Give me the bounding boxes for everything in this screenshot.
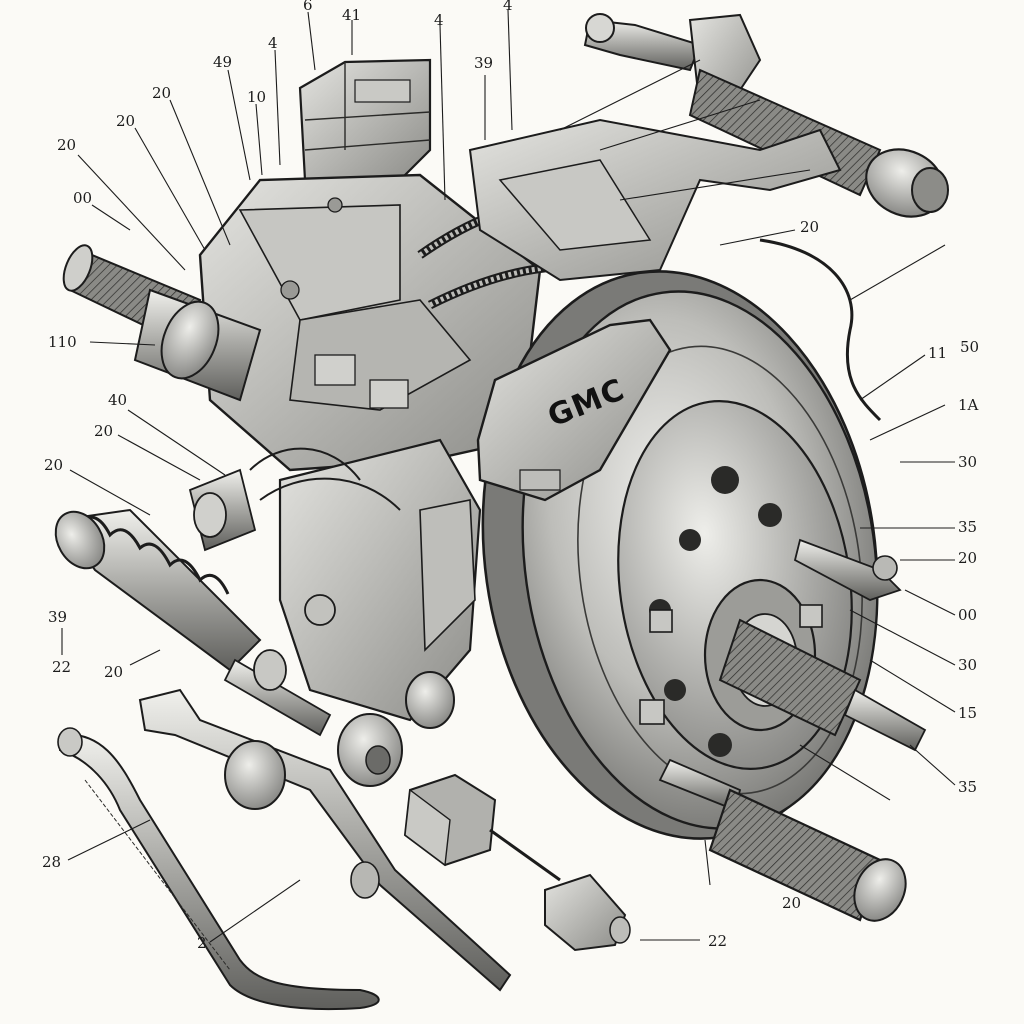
caliper-housing-group bbox=[198, 58, 611, 472]
callout-20-b: 20 bbox=[116, 112, 135, 130]
callout-40: 40 bbox=[108, 391, 127, 409]
callout-22-left: 22 bbox=[52, 658, 71, 676]
callout-4-a: 4 bbox=[268, 34, 278, 52]
callout-00-b: 00 bbox=[958, 606, 977, 624]
callout-39-top: 39 bbox=[474, 54, 493, 72]
callout-22-bottom: 22 bbox=[708, 932, 727, 950]
callout-4-b: 4 bbox=[434, 11, 444, 29]
callout-11: 11 bbox=[928, 344, 947, 362]
callout-00-a: 00 bbox=[73, 189, 92, 207]
callout-35-a: 35 bbox=[958, 518, 977, 536]
callout-50: 50 bbox=[960, 338, 979, 356]
callout-30-a: 30 bbox=[958, 453, 977, 471]
callout-6: 6 bbox=[303, 0, 313, 14]
spring-rod bbox=[54, 508, 403, 787]
curved-lever bbox=[57, 727, 380, 1011]
callout-2: 2 bbox=[197, 934, 207, 952]
callout-41: 41 bbox=[342, 6, 361, 24]
callout-labels: 6 41 4 4 39 4 49 10 20 20 20 00 20 110 1… bbox=[42, 0, 979, 952]
callout-20-d: 20 bbox=[800, 218, 819, 236]
callout-20-f: 20 bbox=[44, 456, 63, 474]
brake-pad bbox=[403, 773, 631, 952]
callout-49: 49 bbox=[213, 53, 232, 71]
caliper-bracket: GMC bbox=[476, 318, 672, 502]
callout-39-left: 39 bbox=[48, 608, 67, 626]
axle-shaft bbox=[718, 538, 927, 752]
adjuster-handle bbox=[658, 758, 907, 922]
callout-20-h: 20 bbox=[104, 663, 123, 681]
parking-brake-lever bbox=[468, 13, 949, 282]
callout-20-a: 20 bbox=[152, 84, 171, 102]
leader-lines bbox=[61, 9, 956, 943]
callout-28: 28 bbox=[42, 853, 61, 871]
callout-20-e: 20 bbox=[94, 422, 113, 440]
callout-15: 15 bbox=[958, 704, 977, 722]
callout-30-b: 30 bbox=[958, 656, 977, 674]
callout-1a: 1A bbox=[958, 396, 979, 414]
callout-20-c: 20 bbox=[57, 136, 76, 154]
callout-110: 110 bbox=[48, 333, 77, 351]
callout-10: 10 bbox=[247, 88, 266, 106]
callout-20-g: 20 bbox=[958, 549, 977, 567]
tie-rod bbox=[138, 688, 512, 992]
callout-4-c: 4 bbox=[503, 0, 513, 14]
callout-20-i: 20 bbox=[782, 894, 801, 912]
piston-cluster bbox=[188, 438, 482, 729]
input-shaft bbox=[62, 244, 262, 402]
callout-35-b: 35 bbox=[958, 778, 977, 796]
